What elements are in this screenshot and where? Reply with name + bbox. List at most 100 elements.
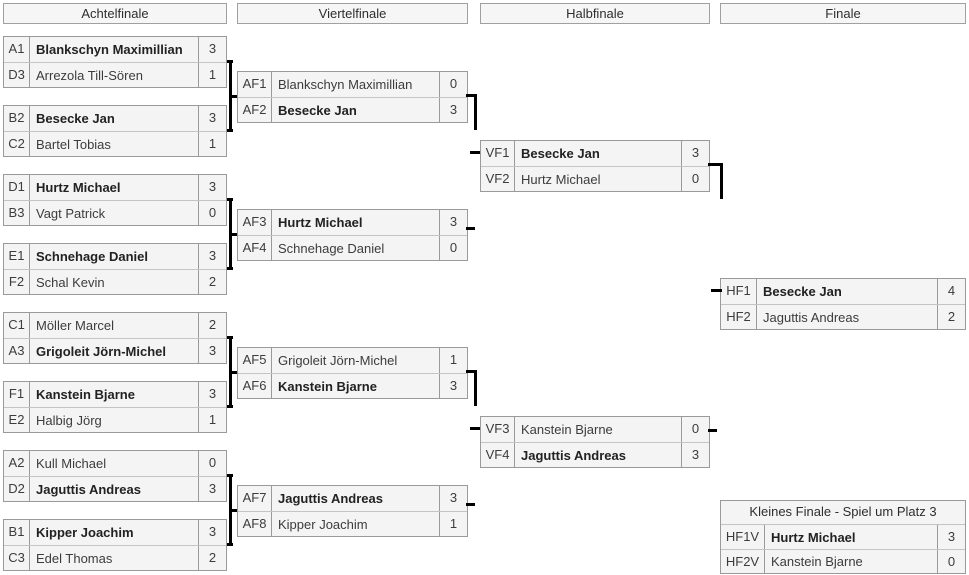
match-viertelfinale-4: AF7 Jaguttis Andreas 3 AF8 Kipper Joachi… bbox=[237, 485, 468, 537]
match-row: B2 Besecke Jan 3 bbox=[4, 106, 226, 131]
round-header-achtelfinale: Achtelfinale bbox=[3, 3, 227, 24]
seed-label: A1 bbox=[4, 37, 30, 62]
seed-label: HF2V bbox=[721, 550, 765, 573]
player-name: Kanstein Bjarne bbox=[771, 554, 863, 569]
score: 3 bbox=[681, 443, 709, 467]
player-name: Kanstein Bjarne bbox=[521, 422, 613, 437]
seed-label: AF4 bbox=[238, 236, 272, 260]
score: 1 bbox=[198, 63, 226, 87]
match-row: HF2V Kanstein Bjarne 0 bbox=[721, 549, 965, 573]
match-viertelfinale-1: AF1 Blankschyn Maximillian 0 AF2 Besecke… bbox=[237, 71, 468, 123]
seed-label: C3 bbox=[4, 546, 30, 570]
match-row: AF7 Jaguttis Andreas 3 bbox=[238, 486, 467, 511]
seed-label: E2 bbox=[4, 408, 30, 432]
seed-label: AF7 bbox=[238, 486, 272, 511]
player-name: Kull Michael bbox=[36, 456, 107, 471]
player-name: Halbig Jörg bbox=[36, 412, 102, 428]
player-name: Schnehage Daniel bbox=[278, 240, 385, 256]
match-row: E2 Halbig Jörg 1 bbox=[4, 407, 226, 432]
score: 3 bbox=[681, 141, 709, 166]
score: 0 bbox=[198, 201, 226, 225]
player-name: Besecke Jan bbox=[763, 284, 842, 299]
match-achtelfinale-4: E1 Schnehage Daniel 3 F2 Schal Kevin 2 bbox=[3, 243, 227, 295]
match-row: C3 Edel Thomas 2 bbox=[4, 545, 226, 570]
match-viertelfinale-2: AF3 Hurtz Michael 3 AF4 Schnehage Daniel… bbox=[237, 209, 468, 261]
player-name: Besecke Jan bbox=[278, 102, 357, 118]
seed-label: AF1 bbox=[238, 72, 272, 97]
score: 1 bbox=[439, 512, 467, 536]
player-name: Jaguttis Andreas bbox=[763, 309, 860, 325]
match-row: A1 Blankschyn Maximillian 3 bbox=[4, 37, 226, 62]
match-row: C1 Möller Marcel 2 bbox=[4, 313, 226, 338]
score: 3 bbox=[198, 37, 226, 62]
score: 1 bbox=[439, 348, 467, 373]
seed-label: D2 bbox=[4, 477, 30, 501]
seed-label: AF5 bbox=[238, 348, 272, 373]
score: 2 bbox=[198, 270, 226, 294]
match-row: D1 Hurtz Michael 3 bbox=[4, 175, 226, 200]
seed-label: B1 bbox=[4, 520, 30, 545]
score: 3 bbox=[198, 175, 226, 200]
player-name: Schal Kevin bbox=[36, 274, 105, 290]
seed-label: F2 bbox=[4, 270, 30, 294]
match-row: F1 Kanstein Bjarne 3 bbox=[4, 382, 226, 407]
player-name: Hurtz Michael bbox=[771, 529, 856, 545]
score: 3 bbox=[198, 106, 226, 131]
player-name: Hurtz Michael bbox=[278, 215, 363, 230]
match-row: AF4 Schnehage Daniel 0 bbox=[238, 235, 467, 260]
player-name: Bartel Tobias bbox=[36, 136, 111, 152]
seed-label: F1 bbox=[4, 382, 30, 407]
match-achtelfinale-8: B1 Kipper Joachim 3 C3 Edel Thomas 2 bbox=[3, 519, 227, 571]
match-finale: HF1 Besecke Jan 4 HF2 Jaguttis Andreas 2 bbox=[720, 278, 966, 330]
score: 3 bbox=[937, 525, 965, 549]
match-row: D2 Jaguttis Andreas 3 bbox=[4, 476, 226, 501]
player-name: Jaguttis Andreas bbox=[521, 447, 626, 463]
player-name: Hurtz Michael bbox=[36, 180, 121, 195]
match-row: VF3 Kanstein Bjarne 0 bbox=[481, 417, 709, 442]
match-achtelfinale-6: F1 Kanstein Bjarne 3 E2 Halbig Jörg 1 bbox=[3, 381, 227, 433]
seed-label: VF2 bbox=[481, 167, 515, 191]
score: 3 bbox=[439, 210, 467, 235]
score: 3 bbox=[198, 382, 226, 407]
score: 3 bbox=[439, 374, 467, 398]
score: 0 bbox=[681, 417, 709, 442]
player-name: Grigoleit Jörn-Michel bbox=[36, 343, 167, 359]
score: 3 bbox=[439, 486, 467, 511]
round-header-viertelfinale: Viertelfinale bbox=[237, 3, 468, 24]
match-row: AF8 Kipper Joachim 1 bbox=[238, 511, 467, 536]
match-row: A2 Kull Michael 0 bbox=[4, 451, 226, 476]
seed-label: B3 bbox=[4, 201, 30, 225]
match-row: B3 Vagt Patrick 0 bbox=[4, 200, 226, 225]
match-row: F2 Schal Kevin 2 bbox=[4, 269, 226, 294]
score: 0 bbox=[681, 167, 709, 191]
seed-label: C1 bbox=[4, 313, 30, 338]
seed-label: VF4 bbox=[481, 443, 515, 467]
match-achtelfinale-1: A1 Blankschyn Maximillian 3 D3 Arrezola … bbox=[3, 36, 227, 88]
match-row: HF1V Hurtz Michael 3 bbox=[721, 525, 965, 549]
seed-label: HF2 bbox=[721, 305, 757, 329]
match-row: AF5 Grigoleit Jörn-Michel 1 bbox=[238, 348, 467, 373]
kleines-finale-title: Kleines Finale - Spiel um Platz 3 bbox=[721, 501, 965, 525]
player-name: Vagt Patrick bbox=[36, 205, 106, 221]
score: 2 bbox=[937, 305, 965, 329]
score: 3 bbox=[198, 244, 226, 269]
player-name: Kipper Joachim bbox=[36, 525, 134, 540]
seed-label: HF1V bbox=[721, 525, 765, 549]
seed-label: AF3 bbox=[238, 210, 272, 235]
score: 0 bbox=[439, 72, 467, 97]
player-name: Besecke Jan bbox=[36, 111, 115, 126]
player-name: Hurtz Michael bbox=[521, 171, 601, 187]
match-kleines-finale: Kleines Finale - Spiel um Platz 3 HF1V H… bbox=[720, 500, 966, 574]
seed-label: D3 bbox=[4, 63, 30, 87]
seed-label: A2 bbox=[4, 451, 30, 476]
seed-label: VF1 bbox=[481, 141, 515, 166]
player-name: Blankschyn Maximillian bbox=[278, 77, 413, 92]
score: 0 bbox=[937, 550, 965, 573]
match-row: HF1 Besecke Jan 4 bbox=[721, 279, 965, 304]
player-name: Blankschyn Maximillian bbox=[36, 42, 183, 57]
match-row: AF3 Hurtz Michael 3 bbox=[238, 210, 467, 235]
player-name: Jaguttis Andreas bbox=[278, 491, 383, 506]
player-name: Schnehage Daniel bbox=[36, 249, 148, 264]
round-header-finale: Finale bbox=[720, 3, 966, 24]
seed-label: C2 bbox=[4, 132, 30, 156]
